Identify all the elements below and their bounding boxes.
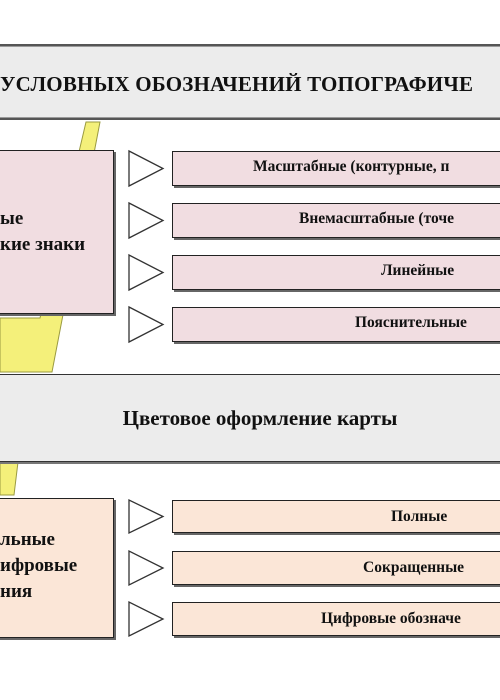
color-design-label: Цветовое оформление карты	[122, 406, 398, 430]
category-box-topographic-signs	[0, 150, 114, 314]
category-label-line: ния	[0, 581, 33, 602]
page-title: УСЛОВНЫХ ОБОЗНАЧЕНИЙ ТОПОГРАФИЧЕ	[0, 72, 474, 96]
arrow-triangle-icon	[128, 600, 165, 638]
item-label: Пояснительные	[355, 314, 467, 331]
arrow-triangle-icon	[128, 149, 165, 188]
item-label: Линейные	[381, 262, 455, 279]
arrow-triangle-icon	[128, 498, 165, 535]
color-design-bar	[0, 374, 500, 462]
category-label-line: ые	[0, 208, 24, 229]
item-box-explanatory-signs: Пояснительные	[172, 307, 500, 342]
title-bar	[0, 44, 500, 120]
category-label-line: льные	[0, 529, 55, 550]
item-label: Внемасштабные (точе	[299, 210, 454, 227]
category-label-bottom: льные ифровые ния	[0, 527, 77, 605]
arrow-triangle-icon	[128, 253, 165, 292]
item-box-digital: Цифровые обозначе	[172, 602, 500, 636]
category-label-line: кие знаки	[0, 234, 86, 255]
item-label: Цифровые обозначе	[321, 610, 461, 627]
arrow-triangle-icon	[128, 305, 165, 344]
item-box-scale-signs: Масштабные (контурные, п	[172, 151, 500, 186]
category-box-inscriptions	[0, 498, 114, 638]
item-box-full: Полные	[172, 500, 500, 533]
arrow-triangle-icon	[128, 201, 165, 240]
arrow-triangle-icon	[128, 549, 165, 587]
item-label: Масштабные (контурные, п	[253, 158, 450, 175]
yellow-connector-bottom	[0, 461, 19, 496]
item-label: Сокращенные	[363, 559, 465, 576]
item-box-abbreviated: Сокращенные	[172, 551, 500, 585]
item-box-nonscale-signs: Внемасштабные (точе	[172, 203, 500, 238]
category-label-line: ифровые	[0, 555, 78, 576]
item-label: Полные	[391, 508, 448, 525]
item-box-linear-signs: Линейные	[172, 255, 500, 290]
category-label-top: ые кие знаки	[0, 206, 85, 258]
